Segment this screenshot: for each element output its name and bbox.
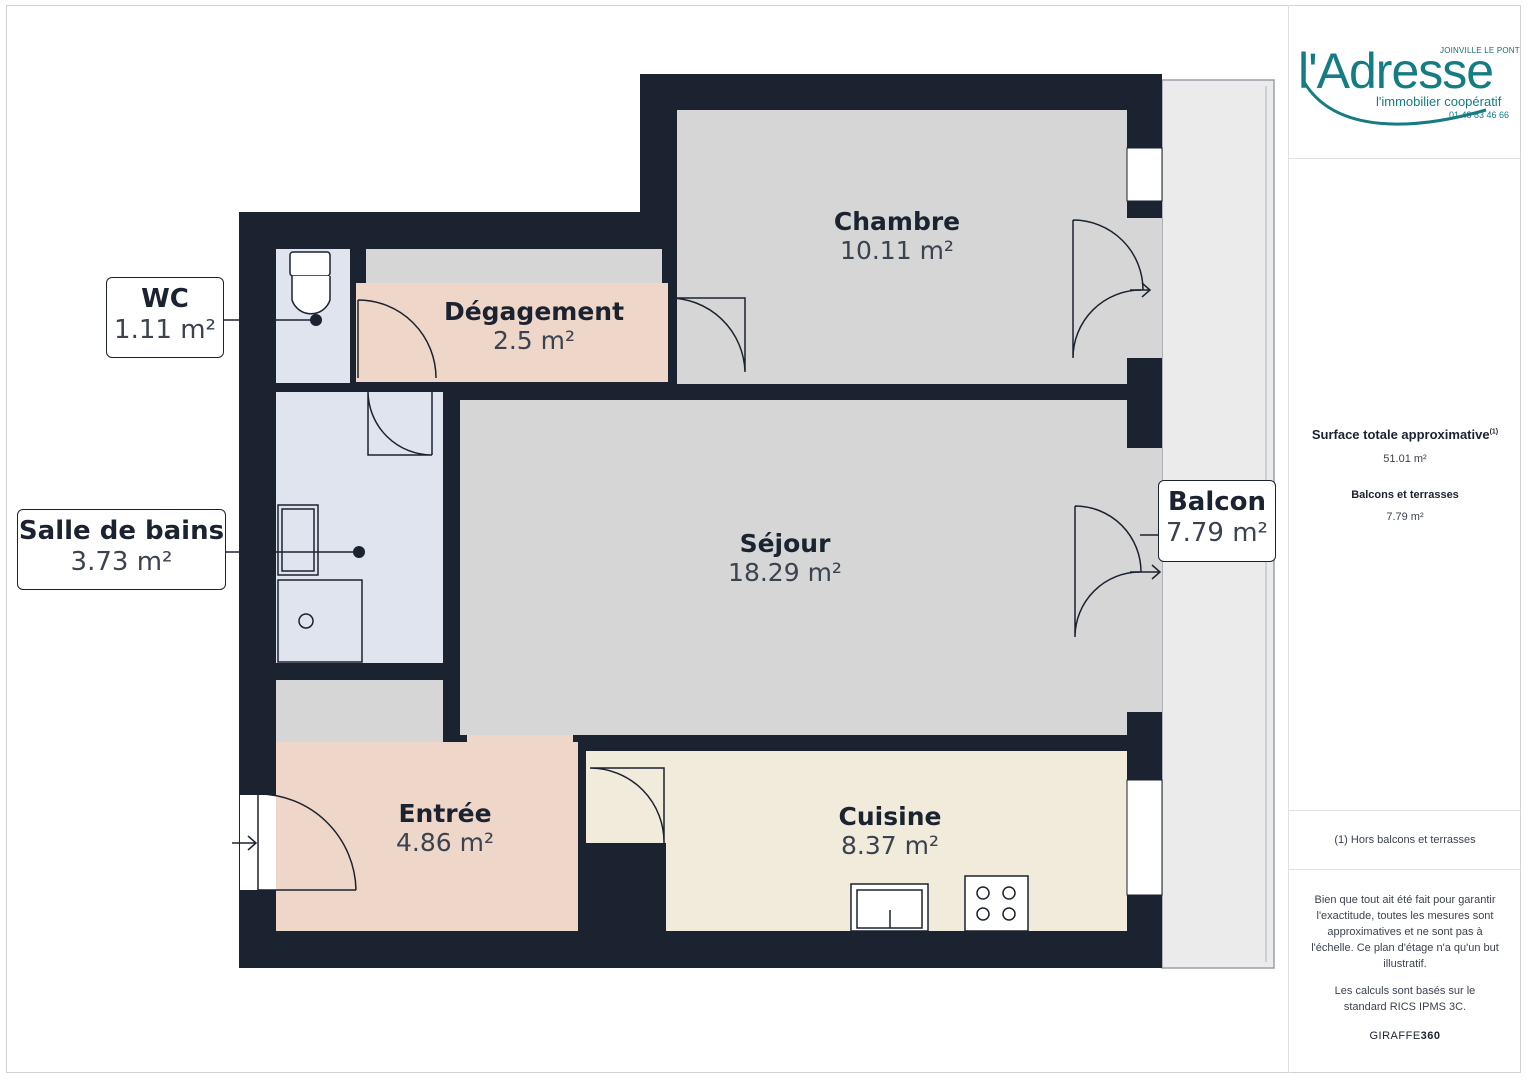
closet-degagement xyxy=(366,249,662,283)
room-name: Chambre xyxy=(833,207,961,236)
passage-sejour-entree xyxy=(467,735,573,747)
room-name: Salle de bains xyxy=(18,516,225,546)
room-area: 7.79 m² xyxy=(1166,518,1268,549)
sidebar-divider xyxy=(1288,5,1289,1073)
balcony-surface-label: Balcons et terrasses xyxy=(1351,489,1459,501)
footnote-marker: (1) xyxy=(1489,428,1499,436)
closet-entree xyxy=(276,680,443,742)
room-name: WC xyxy=(141,284,189,314)
toilet-fixture xyxy=(289,251,331,315)
callout-balcon: Balcon 7.79 m² xyxy=(1158,480,1276,562)
room-name: Séjour xyxy=(739,529,831,558)
callout-wc: WC 1.11 m² xyxy=(106,277,224,358)
logo-phone: 01 48 83 46 66 xyxy=(1449,110,1510,120)
door-swings xyxy=(257,219,1144,891)
room-label-entree: Entrée 4.86 m² xyxy=(345,799,545,858)
floor-plan xyxy=(222,74,1275,969)
room-area: 4.86 m² xyxy=(396,827,494,857)
sidebar-divider-line xyxy=(1289,869,1521,870)
room-chambre xyxy=(677,110,1127,384)
room-label-sejour: Séjour 18.29 m² xyxy=(685,529,885,588)
room-area: 2.5 m² xyxy=(492,325,576,355)
total-surface-value: 51.01 m² xyxy=(1383,453,1427,465)
logo-swoosh-icon xyxy=(1302,81,1487,126)
giraffe360-brand: GIRAFFE360 xyxy=(1289,1030,1521,1042)
agency-logo xyxy=(1296,40,1516,130)
room-area: 8.37 m² xyxy=(841,830,939,860)
room-degagement xyxy=(356,283,668,382)
sidebar-divider-line xyxy=(1289,810,1521,811)
room-salle-de-bains xyxy=(276,392,443,663)
room-name: Cuisine xyxy=(838,802,942,831)
room-name: Dégagement xyxy=(443,297,625,326)
room-area: 18.29 m² xyxy=(728,557,842,587)
balcony-surface-value: 7.79 m² xyxy=(1386,511,1424,523)
bathroom-fixtures xyxy=(277,504,363,663)
logo-tagline: l'immobilier coopératif xyxy=(1376,94,1502,109)
room-name: Balcon xyxy=(1167,487,1267,517)
calculation-standard-text: Les calculs sont basés sur le standard R… xyxy=(1334,985,1476,1013)
room-area: 10.11 m² xyxy=(840,235,954,265)
room-area: 3.73 m² xyxy=(70,547,173,578)
total-surface-label: Surface totale approximative(1) xyxy=(1289,427,1521,442)
room-name: Entrée xyxy=(398,799,492,828)
brand-prefix: GIRAFFE xyxy=(1369,1030,1421,1042)
room-label-cuisine: Cuisine 8.37 m² xyxy=(790,802,990,861)
room-sejour xyxy=(460,400,1127,735)
brand-suffix: 360 xyxy=(1420,1030,1441,1042)
disclaimer-text: Bien que tout ait été fait pour garantir… xyxy=(1311,894,1499,970)
cuisine-nook xyxy=(586,751,666,843)
room-area: 1.11 m² xyxy=(114,315,216,346)
total-surface-label-text: Surface totale approximative xyxy=(1311,427,1490,442)
logo-wordmark: l'Adresse xyxy=(1298,43,1494,99)
room-label-chambre: Chambre 10.11 m² xyxy=(797,207,997,266)
room-label-degagement: Dégagement 2.5 m² xyxy=(424,297,644,356)
callout-salle-de-bains: Salle de bains 3.73 m² xyxy=(17,509,226,590)
room-entree xyxy=(276,742,578,931)
kitchen-fixtures xyxy=(850,875,1029,932)
page-frame xyxy=(6,5,1521,1073)
sidebar-divider-line xyxy=(1289,158,1521,159)
footnote-text: (1) Hors balcons et terrasses xyxy=(1334,834,1476,846)
logo-city: JOINVILLE LE PONT xyxy=(1440,46,1520,55)
